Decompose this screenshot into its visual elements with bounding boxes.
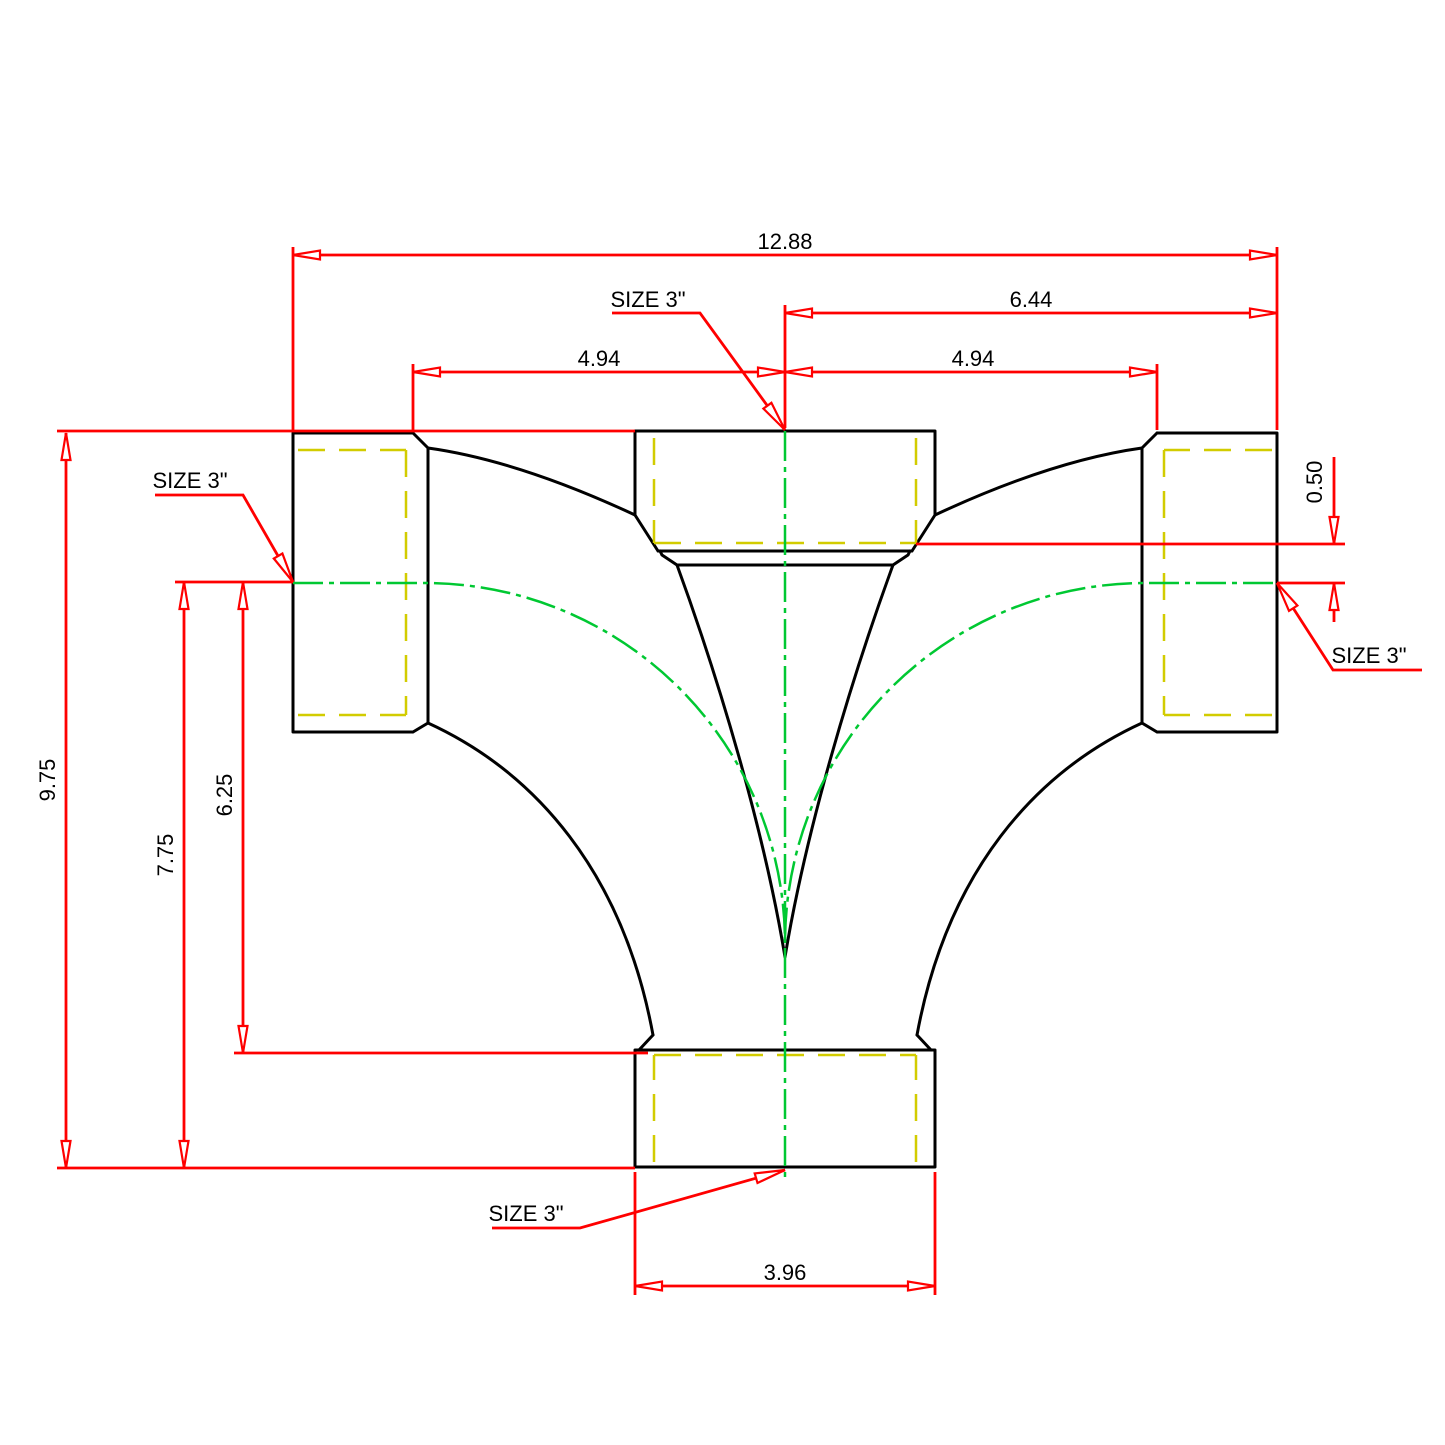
leader-left-port — [155, 493, 295, 583]
dim-socket-offset-text: 0.50 — [1302, 461, 1327, 504]
right-branch-centerline — [783, 581, 1273, 944]
leader-arrow-bottom — [753, 1168, 786, 1185]
size-label-bottom: SIZE 3" — [488, 1201, 563, 1226]
dimension-text-layer: 12.88 6.44 4.94 4.94 3.96 9.75 7.75 6.25… — [35, 229, 1407, 1285]
dim-hub-width-text: 3.96 — [764, 1260, 807, 1285]
arrowheads — [60, 249, 1340, 1292]
dim-overall-width-text: 12.88 — [757, 229, 812, 254]
dim-center-to-right-text: 6.44 — [1010, 287, 1053, 312]
arrow — [634, 1280, 664, 1292]
leader-right-port — [1275, 582, 1422, 672]
arrow — [756, 366, 786, 378]
arrow — [1328, 582, 1340, 612]
arrow — [60, 1139, 72, 1169]
dim-left-socket-text: 4.94 — [578, 346, 621, 371]
hidden-socket-lines — [298, 438, 1272, 1162]
arrow — [178, 581, 190, 611]
dim-right-socket-text: 4.94 — [952, 346, 995, 371]
leader-arrow-top — [761, 401, 786, 431]
leader-arrow-left — [272, 551, 295, 583]
size-label-top: SIZE 3" — [610, 287, 685, 312]
dim-base-to-centerline-text: 7.75 — [153, 834, 178, 877]
arrow — [60, 432, 72, 462]
arrow — [1328, 515, 1340, 545]
size-label-left: SIZE 3" — [152, 468, 227, 493]
arrow — [1128, 366, 1158, 378]
centerlines — [293, 431, 1273, 1182]
leader-arrow-right — [1275, 582, 1300, 613]
arrow — [1248, 307, 1278, 319]
left-branch-centerline — [293, 581, 787, 944]
left-outer-sweep — [426, 721, 655, 1037]
leader-top-port — [612, 311, 787, 431]
left-saddle-curve — [426, 446, 637, 517]
bottom-port-outline — [633, 1033, 937, 1169]
dim-base-to-hub-text: 6.25 — [212, 774, 237, 817]
right-outer-sweep — [915, 721, 1144, 1037]
arrow — [906, 1280, 936, 1292]
arrow — [784, 366, 814, 378]
arrow — [412, 366, 442, 378]
arrow — [784, 307, 814, 319]
dim-overall-height-text: 9.75 — [35, 759, 60, 802]
dimension-layer — [57, 247, 1422, 1295]
arrow — [178, 1139, 190, 1169]
leader-bottom-port — [492, 1168, 786, 1230]
arrow — [1248, 249, 1278, 261]
right-saddle-curve — [933, 446, 1144, 517]
size-label-right: SIZE 3" — [1331, 643, 1406, 668]
arrow — [237, 1024, 249, 1054]
arrow — [292, 249, 322, 261]
arrow — [237, 581, 249, 611]
